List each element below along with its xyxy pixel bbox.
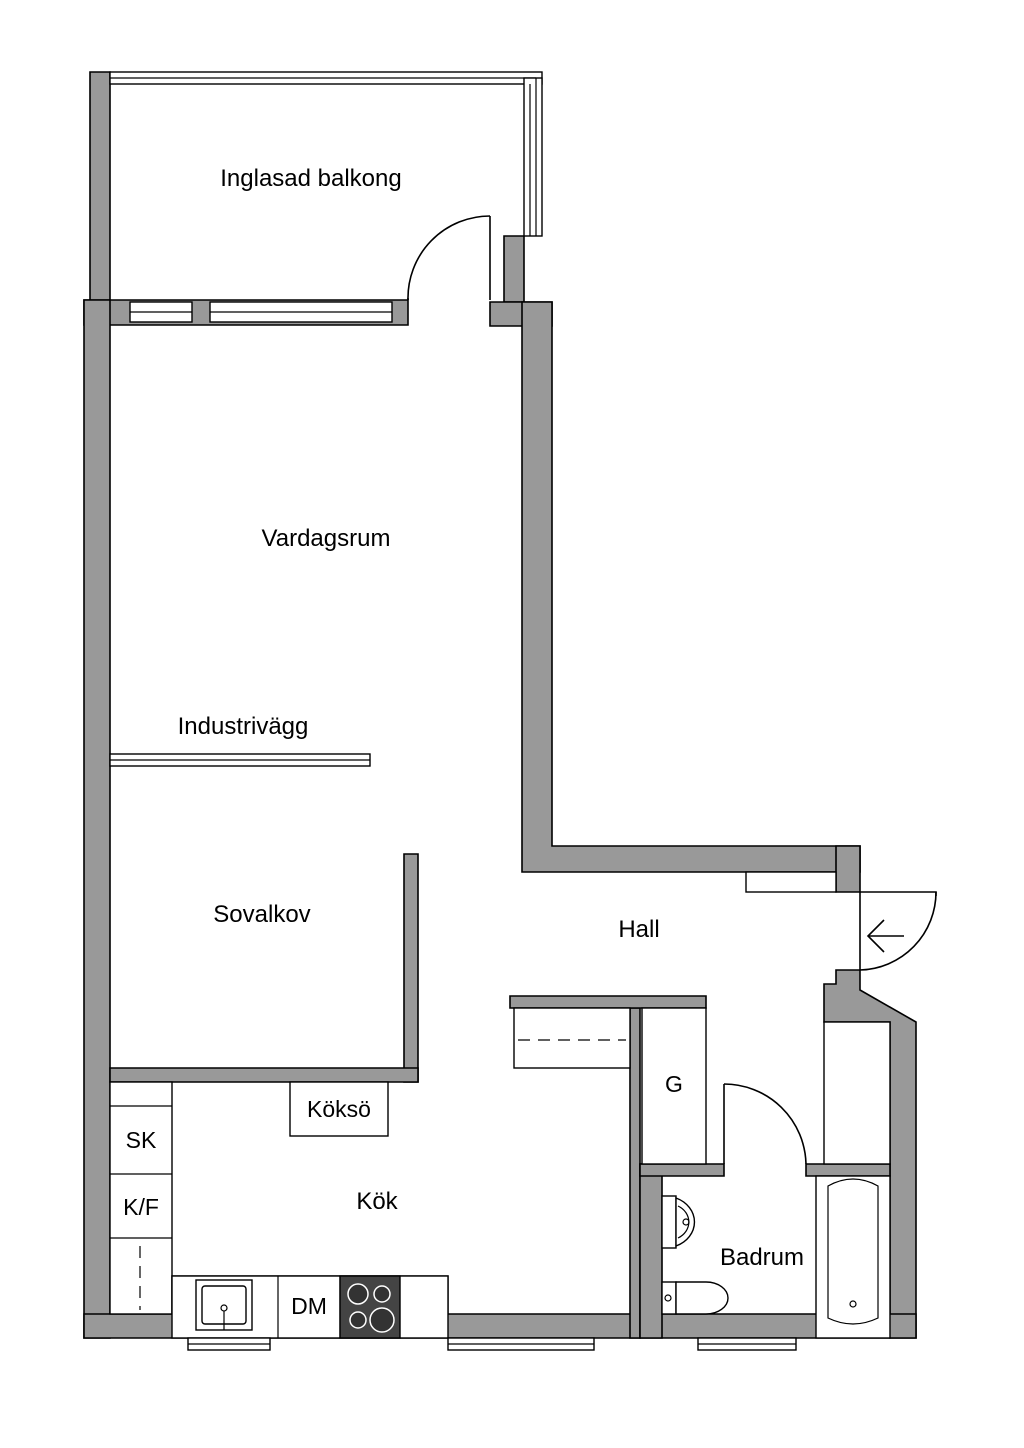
stove-icon — [339, 1275, 401, 1339]
wardrobe — [641, 1007, 707, 1165]
alcove-label: Sovalkov — [213, 901, 310, 928]
partition-label: Industrivägg — [178, 713, 309, 740]
living-room-label: Vardagsrum — [262, 525, 391, 552]
kitchen-sink-icon — [195, 1279, 253, 1331]
alcove-right-wall — [403, 853, 419, 1083]
balcony-windows — [129, 301, 393, 323]
balcony-label: Inglasad balkong — [220, 165, 401, 192]
bathroom-door — [723, 1083, 807, 1165]
balcony-right-pillar — [503, 235, 525, 303]
freezer-label: SK — [126, 1127, 157, 1153]
balcony-left-wall — [89, 71, 111, 303]
balcony-glazing — [109, 71, 543, 237]
kitchen-bath-wall — [629, 1007, 641, 1339]
living-right-wall — [521, 301, 861, 873]
entrance-door — [745, 871, 937, 971]
bath-left-wall — [639, 1163, 663, 1339]
bath-top-wall-left — [639, 1163, 725, 1177]
kitchen-island — [289, 1081, 389, 1137]
washbasin-icon — [661, 1195, 696, 1249]
hall-shelf — [513, 1007, 631, 1069]
hall-cabinet — [823, 1021, 891, 1165]
fridge-label: K/F — [123, 1194, 159, 1220]
bathtub-icon — [815, 1175, 891, 1339]
bath-top-wall-right — [805, 1163, 891, 1177]
island-label: Köksö — [307, 1096, 371, 1122]
balcony-door — [407, 215, 491, 301]
hall-label: Hall — [618, 916, 659, 943]
bathroom-label: Badrum — [720, 1244, 804, 1271]
kitchen-windows — [187, 1337, 797, 1351]
toilet-icon — [661, 1281, 729, 1315]
alcove-bottom-wall — [109, 1067, 419, 1083]
hall-right-wall-top — [835, 845, 861, 893]
wardrobe-label: G — [665, 1071, 683, 1097]
kitchen-tall-units — [109, 1081, 173, 1315]
living-left-wall — [83, 299, 111, 1339]
dishwasher-label: DM — [291, 1293, 327, 1319]
entrance-arrow-icon — [866, 919, 904, 953]
kitchen-label: Kök — [356, 1188, 398, 1215]
hall-inner-wall — [509, 995, 707, 1009]
industrial-partition — [109, 753, 371, 767]
